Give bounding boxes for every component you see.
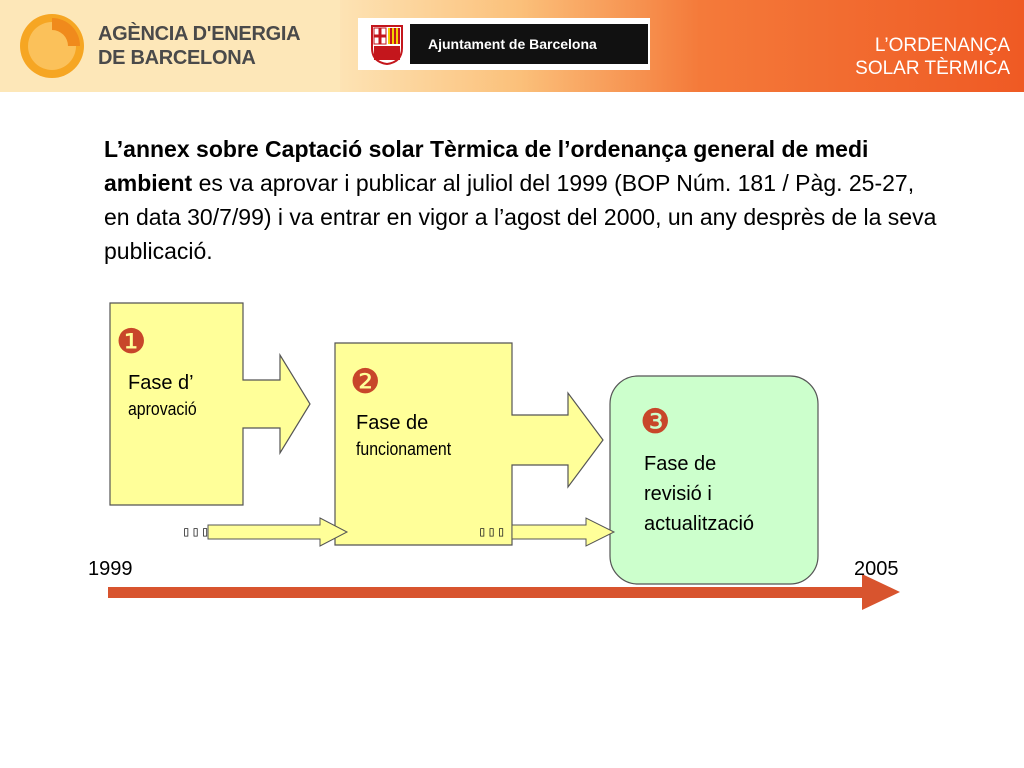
agency-logo-area: AGÈNCIA D'ENERGIA DE BARCELONA	[0, 0, 340, 92]
phase-3-label-line3: actualització	[644, 513, 755, 535]
phase-3-label: Fase de revisió i actualització	[644, 449, 754, 539]
phase-3-label-line1: Fase de	[644, 453, 717, 475]
header-banner: AGÈNCIA D'ENERGIA DE BARCELONA Ajuntamen…	[0, 0, 1024, 92]
intro-bold-text: L’annex sobre Captació solar Tèrmica de …	[104, 136, 869, 196]
city-crest-icon	[364, 22, 410, 66]
phase-2-number: ❷	[350, 362, 381, 402]
phase-1-label-line2: aprovació	[128, 399, 197, 419]
intro-regular-text: es va aprovar i publicar al juliol del 1…	[104, 170, 937, 264]
phase-1-number: ❶	[116, 322, 147, 362]
phase-3-box-shape	[609, 375, 819, 585]
phase-1-arrow-shape	[109, 302, 311, 506]
agency-name-line1: AGÈNCIA D'ENERGIA	[98, 23, 301, 45]
phase-1-label: Fase d’ aprovació	[128, 370, 206, 422]
agency-name: AGÈNCIA D'ENERGIA DE BARCELONA	[98, 22, 301, 70]
page-title-line1: L’ORDENANÇA	[874, 35, 1010, 56]
timeline-arrowhead	[862, 574, 900, 610]
phase-2-label-line2: funcionament	[356, 439, 452, 459]
page-title: L’ORDENANÇA SOLAR TÈRMICA	[855, 34, 1010, 80]
sun-logo-icon	[20, 14, 84, 78]
page-title-line2: SOLAR TÈRMICA	[855, 58, 1010, 79]
ellipsis-mark-2: ▯▯▯	[478, 524, 507, 540]
ellipsis-mark-1: ▯▯▯	[182, 524, 211, 540]
connector-arrow-2	[511, 517, 616, 547]
timeline-bar	[108, 587, 868, 598]
agency-name-line2: DE BARCELONA	[98, 47, 256, 69]
phase-2-label: Fase de funcionament	[356, 410, 464, 462]
phase-3-number: ❸	[640, 402, 671, 442]
timeline-end-year: 2005	[854, 558, 899, 580]
city-council-logo: Ajuntament de Barcelona	[358, 18, 650, 70]
timeline-start-year: 1999	[88, 558, 133, 580]
phase-1-label-line1: Fase d’	[128, 372, 194, 394]
phase-2-arrow-shape	[334, 342, 604, 546]
phase-3-label-line2: revisió i	[644, 483, 712, 505]
phase-2-label-line1: Fase de	[356, 412, 429, 434]
connector-arrow-1	[207, 517, 349, 547]
intro-paragraph: L’annex sobre Captació solar Tèrmica de …	[104, 132, 944, 268]
city-council-name: Ajuntament de Barcelona	[410, 24, 648, 64]
